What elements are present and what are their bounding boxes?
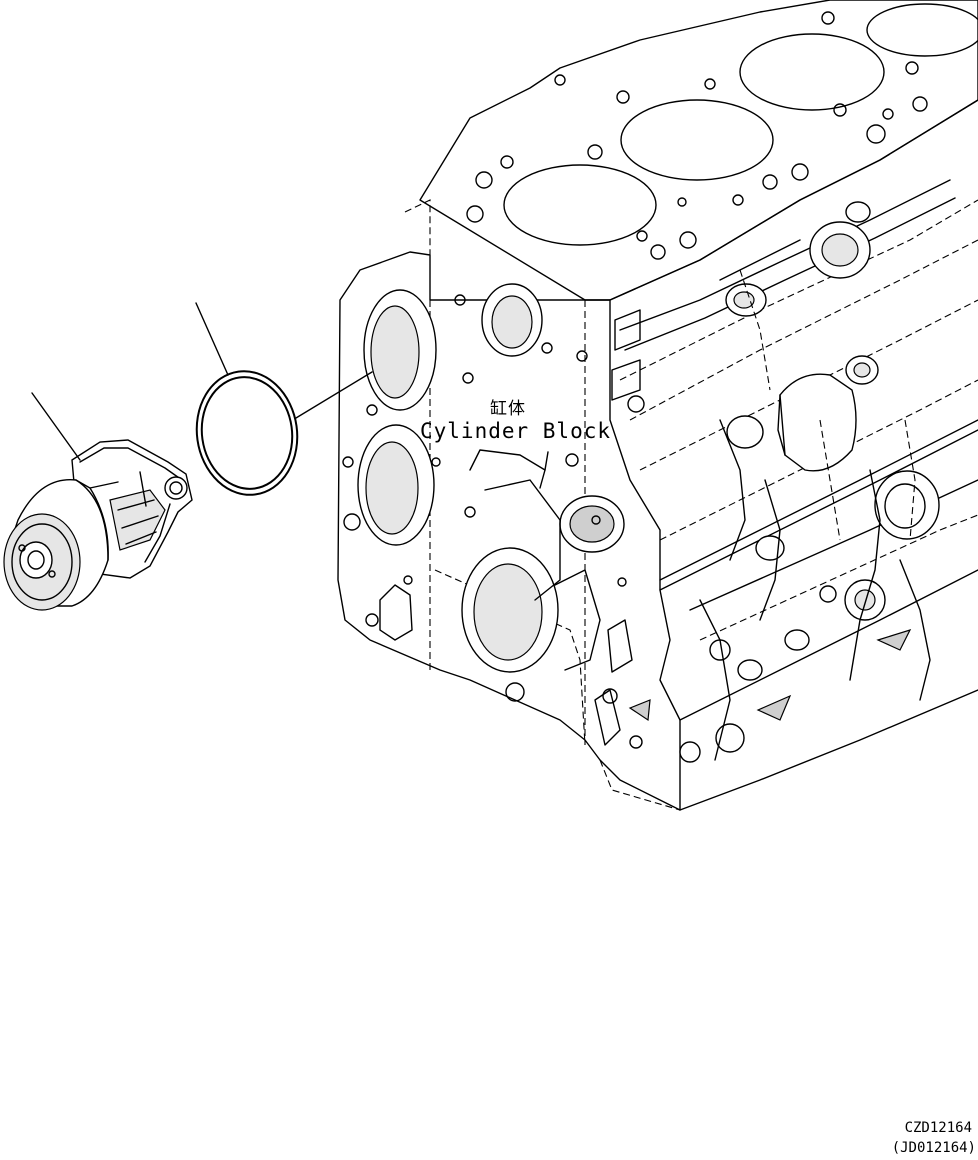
drawing-code: CZD12164 (904, 1120, 972, 1136)
drawing-code-alt: (JD012164) (891, 1140, 976, 1156)
cylinder-block (337, 0, 978, 811)
o-ring-seal (195, 302, 373, 496)
water-pump (3, 392, 193, 611)
part-label-cn: 缸体 (490, 399, 526, 419)
o-ring-callout-leader (195, 302, 229, 376)
label-leader (539, 451, 549, 489)
water-pump-callout-leader (31, 392, 81, 461)
o-ring-assembly-line (295, 371, 373, 419)
part-label-en: Cylinder Block (420, 419, 612, 443)
